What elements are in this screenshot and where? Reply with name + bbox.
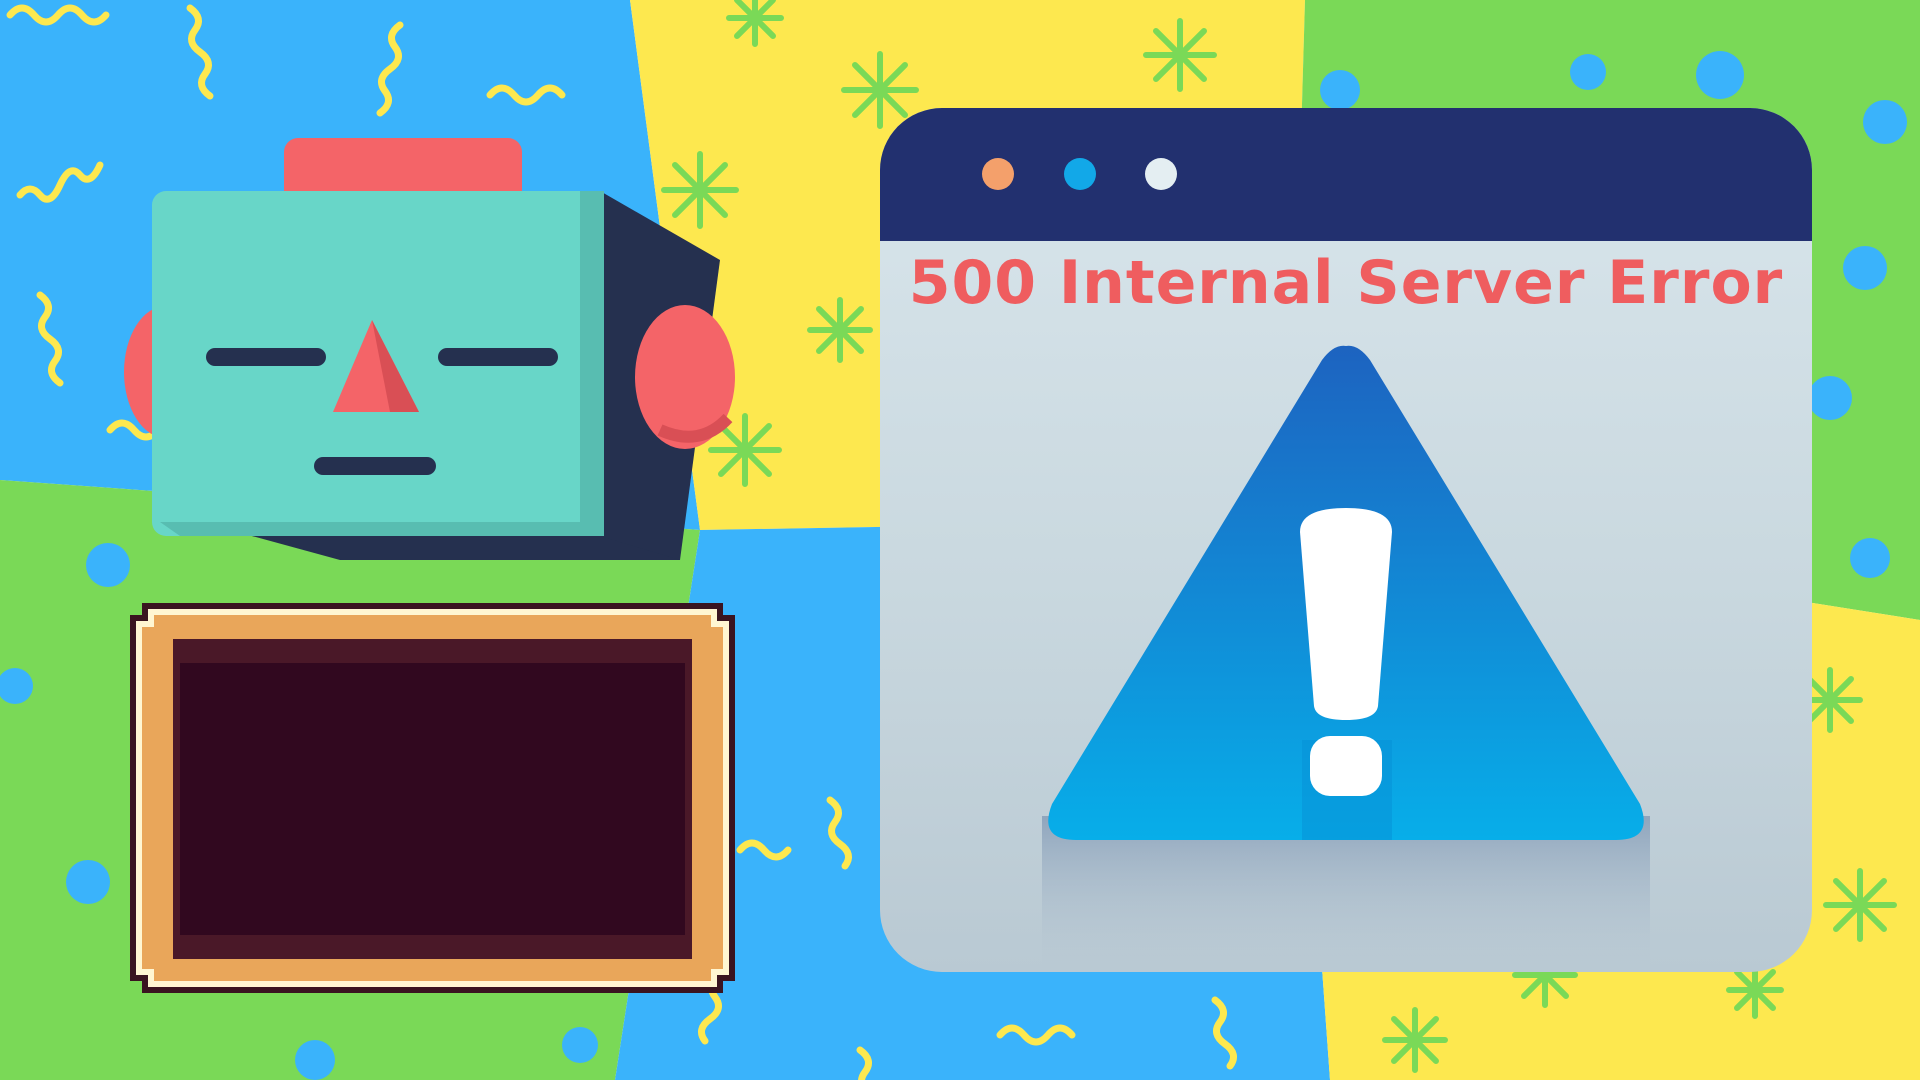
robot-head-icon (124, 138, 735, 560)
window-control-dot (1064, 158, 1096, 190)
window-titlebar (880, 108, 1812, 241)
window-control-dot (1145, 158, 1177, 190)
window-control-dot (982, 158, 1014, 190)
error-title: 500 Internal Server Error (908, 248, 1784, 318)
warning-triangle-icon (1042, 345, 1650, 972)
error-window: 500 Internal Server Error (880, 108, 1812, 972)
pixel-frame (130, 603, 735, 993)
